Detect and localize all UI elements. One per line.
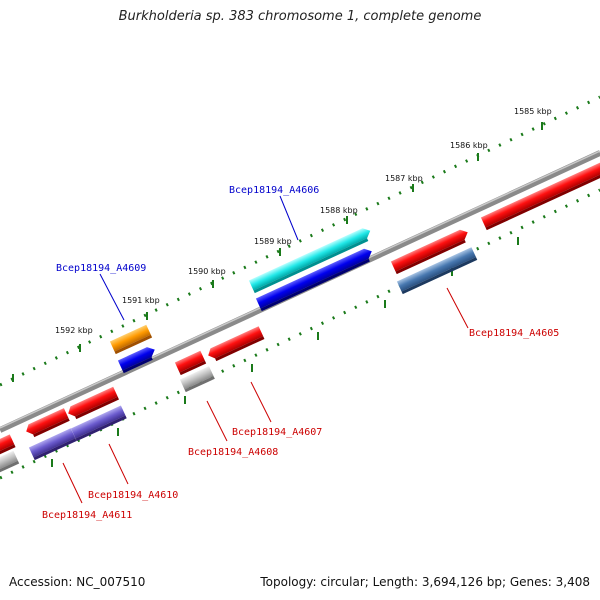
gene-label-a4606[interactable]: Bcep18194_A4606	[229, 185, 319, 196]
kbp-label-1590: 1590 kbp	[188, 267, 226, 276]
gene-feature-a4610-purple[interactable]	[70, 405, 127, 442]
gene-label-a4605[interactable]: Bcep18194_A4605	[469, 328, 559, 339]
gene-feature-a4609-blue[interactable]	[117, 345, 158, 374]
map-title: Burkholderia sp. 383 chromosome 1, compl…	[118, 9, 482, 24]
kbp-label-1589: 1589 kbp	[254, 237, 292, 246]
label-connectors	[62, 195, 469, 504]
gene-label-a4610[interactable]: Bcep18194_A4610	[88, 490, 178, 501]
kbp-label-1591: 1591 kbp	[122, 296, 160, 305]
lower-major-ticks	[51, 237, 519, 467]
kbp-label-1585: 1585 kbp	[514, 107, 552, 116]
gene-label-a4608[interactable]: Bcep18194_A4608	[188, 447, 278, 458]
gene-label-a4611[interactable]: Bcep18194_A4611	[42, 510, 132, 521]
kbp-label-1588: 1588 kbp	[320, 206, 358, 215]
gene-feature-a4606[interactable]	[248, 226, 374, 294]
gene-feature-a4609[interactable]	[109, 324, 153, 355]
kbp-label-1592: 1592 kbp	[55, 326, 93, 335]
gene-feature-left-edge-gray[interactable]	[0, 450, 20, 476]
gene-feature-a4611-purple[interactable]	[28, 428, 77, 461]
gene-feature-a4611-red[interactable]	[24, 408, 70, 439]
gene-feature-a4608-red[interactable]	[174, 350, 207, 376]
gene-feature-left-edge-red[interactable]	[0, 434, 16, 458]
genome-summary-text: Topology: circular; Length: 3,694,126 bp…	[260, 575, 590, 589]
gene-feature-a4606-blue[interactable]	[255, 246, 375, 312]
gene-feature-right-edge[interactable]	[480, 154, 600, 231]
gene-feature-a4605-upper[interactable]	[390, 227, 471, 275]
gene-label-a4609[interactable]: Bcep18194_A4609	[56, 263, 146, 274]
gene-label-a4607[interactable]: Bcep18194_A4607	[232, 427, 322, 438]
upper-tick-track	[0, 95, 600, 387]
gene-feature-a4605-lower[interactable]	[396, 247, 478, 295]
gene-feature-a4610-red[interactable]	[66, 386, 120, 421]
kbp-label-1586: 1586 kbp	[450, 141, 488, 150]
kbp-label-1587: 1587 kbp	[385, 174, 423, 183]
gene-feature-a4607[interactable]	[206, 326, 265, 363]
accession-text: Accession: NC_007510	[9, 575, 146, 589]
upper-major-ticks	[12, 122, 543, 382]
gene-feature-a4608-gray[interactable]	[179, 366, 215, 393]
